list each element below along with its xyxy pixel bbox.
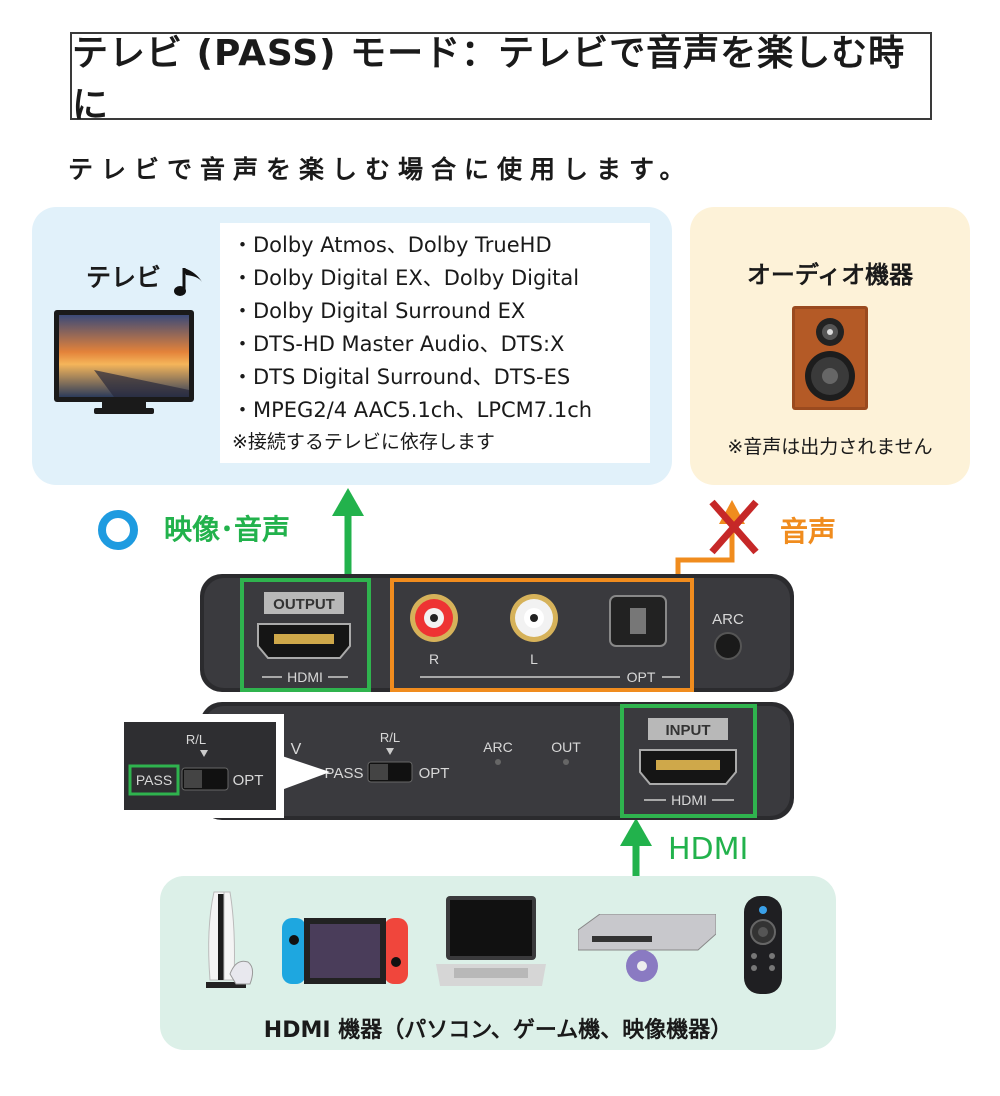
video-audio-label: 映像･音声 [164, 513, 291, 546]
tv-icon [54, 310, 194, 414]
sources-caption: HDMI 機器（パソコン、ゲーム機、映像機器） [263, 1018, 733, 1043]
handheld-console-icon [282, 918, 408, 984]
laptop-icon [436, 896, 546, 986]
zoom-rl-label: R/L [186, 732, 206, 747]
device-rear-panel: OUTPUT HDMI R L OPT ARC [200, 574, 794, 692]
v-label: V [291, 741, 302, 758]
input-label: INPUT [666, 722, 711, 739]
l-label: L [530, 651, 538, 667]
tv-note: ※接続するテレビに依存します [232, 431, 495, 453]
zoom-opt-label: OPT [233, 772, 264, 789]
output-label: OUTPUT [273, 596, 335, 613]
tv-label: テレビ [86, 263, 162, 292]
front-out-label: OUT [551, 739, 581, 755]
formats-list: ・Dolby Atmos、Dolby TrueHD ・Dolby Digital… [220, 223, 650, 463]
audio-title: オーディオ機器 [746, 261, 914, 289]
audio-note: ※音声は出力されません [727, 436, 933, 458]
r-label: R [429, 651, 439, 667]
page-title: テレビ (PASS) モード：テレビで音声を楽しむ時に [70, 32, 932, 126]
front-pass-label: PASS [325, 765, 364, 782]
format-item: ・Dolby Atmos、Dolby TrueHD [232, 233, 552, 257]
remote-stick-icon [744, 896, 782, 994]
front-opt-label: OPT [419, 765, 450, 782]
format-item: ・DTS Digital Surround、DTS-ES [232, 365, 571, 389]
rear-arc-label: ARC [712, 611, 744, 628]
speaker-icon [792, 306, 868, 410]
rear-opt-label: OPT [627, 669, 656, 685]
front-rl-label: R/L [380, 730, 400, 745]
zoom-pass-label: PASS [136, 772, 172, 788]
front-hdmi-label: HDMI [671, 792, 707, 808]
switch-zoom-callout: R/L PASS OPT [116, 714, 330, 818]
hdmi-flow-label: HDMI [668, 832, 749, 867]
device-front-panel: V R/L PASS OPT ARC OUT INPUT HDMI [200, 702, 794, 820]
format-item: ・Dolby Digital EX、Dolby Digital [232, 266, 580, 290]
format-item: ・MPEG2/4 AAC5.1ch、LPCM7.1ch [232, 398, 593, 422]
format-item: ・DTS-HD Master Audio、DTS:X [232, 332, 565, 356]
audio-label: 音声 [780, 515, 837, 548]
subtitle: テレビで音声を楽しむ場合に使用します。 [68, 155, 693, 184]
ok-circle-icon [98, 510, 138, 550]
game-console-icon [206, 891, 254, 988]
rear-hdmi-label: HDMI [287, 669, 323, 685]
dvd-player-icon [578, 914, 716, 982]
music-note-icon [174, 268, 202, 296]
front-arc-label: ARC [483, 739, 513, 755]
format-item: ・Dolby Digital Surround EX [232, 299, 526, 323]
